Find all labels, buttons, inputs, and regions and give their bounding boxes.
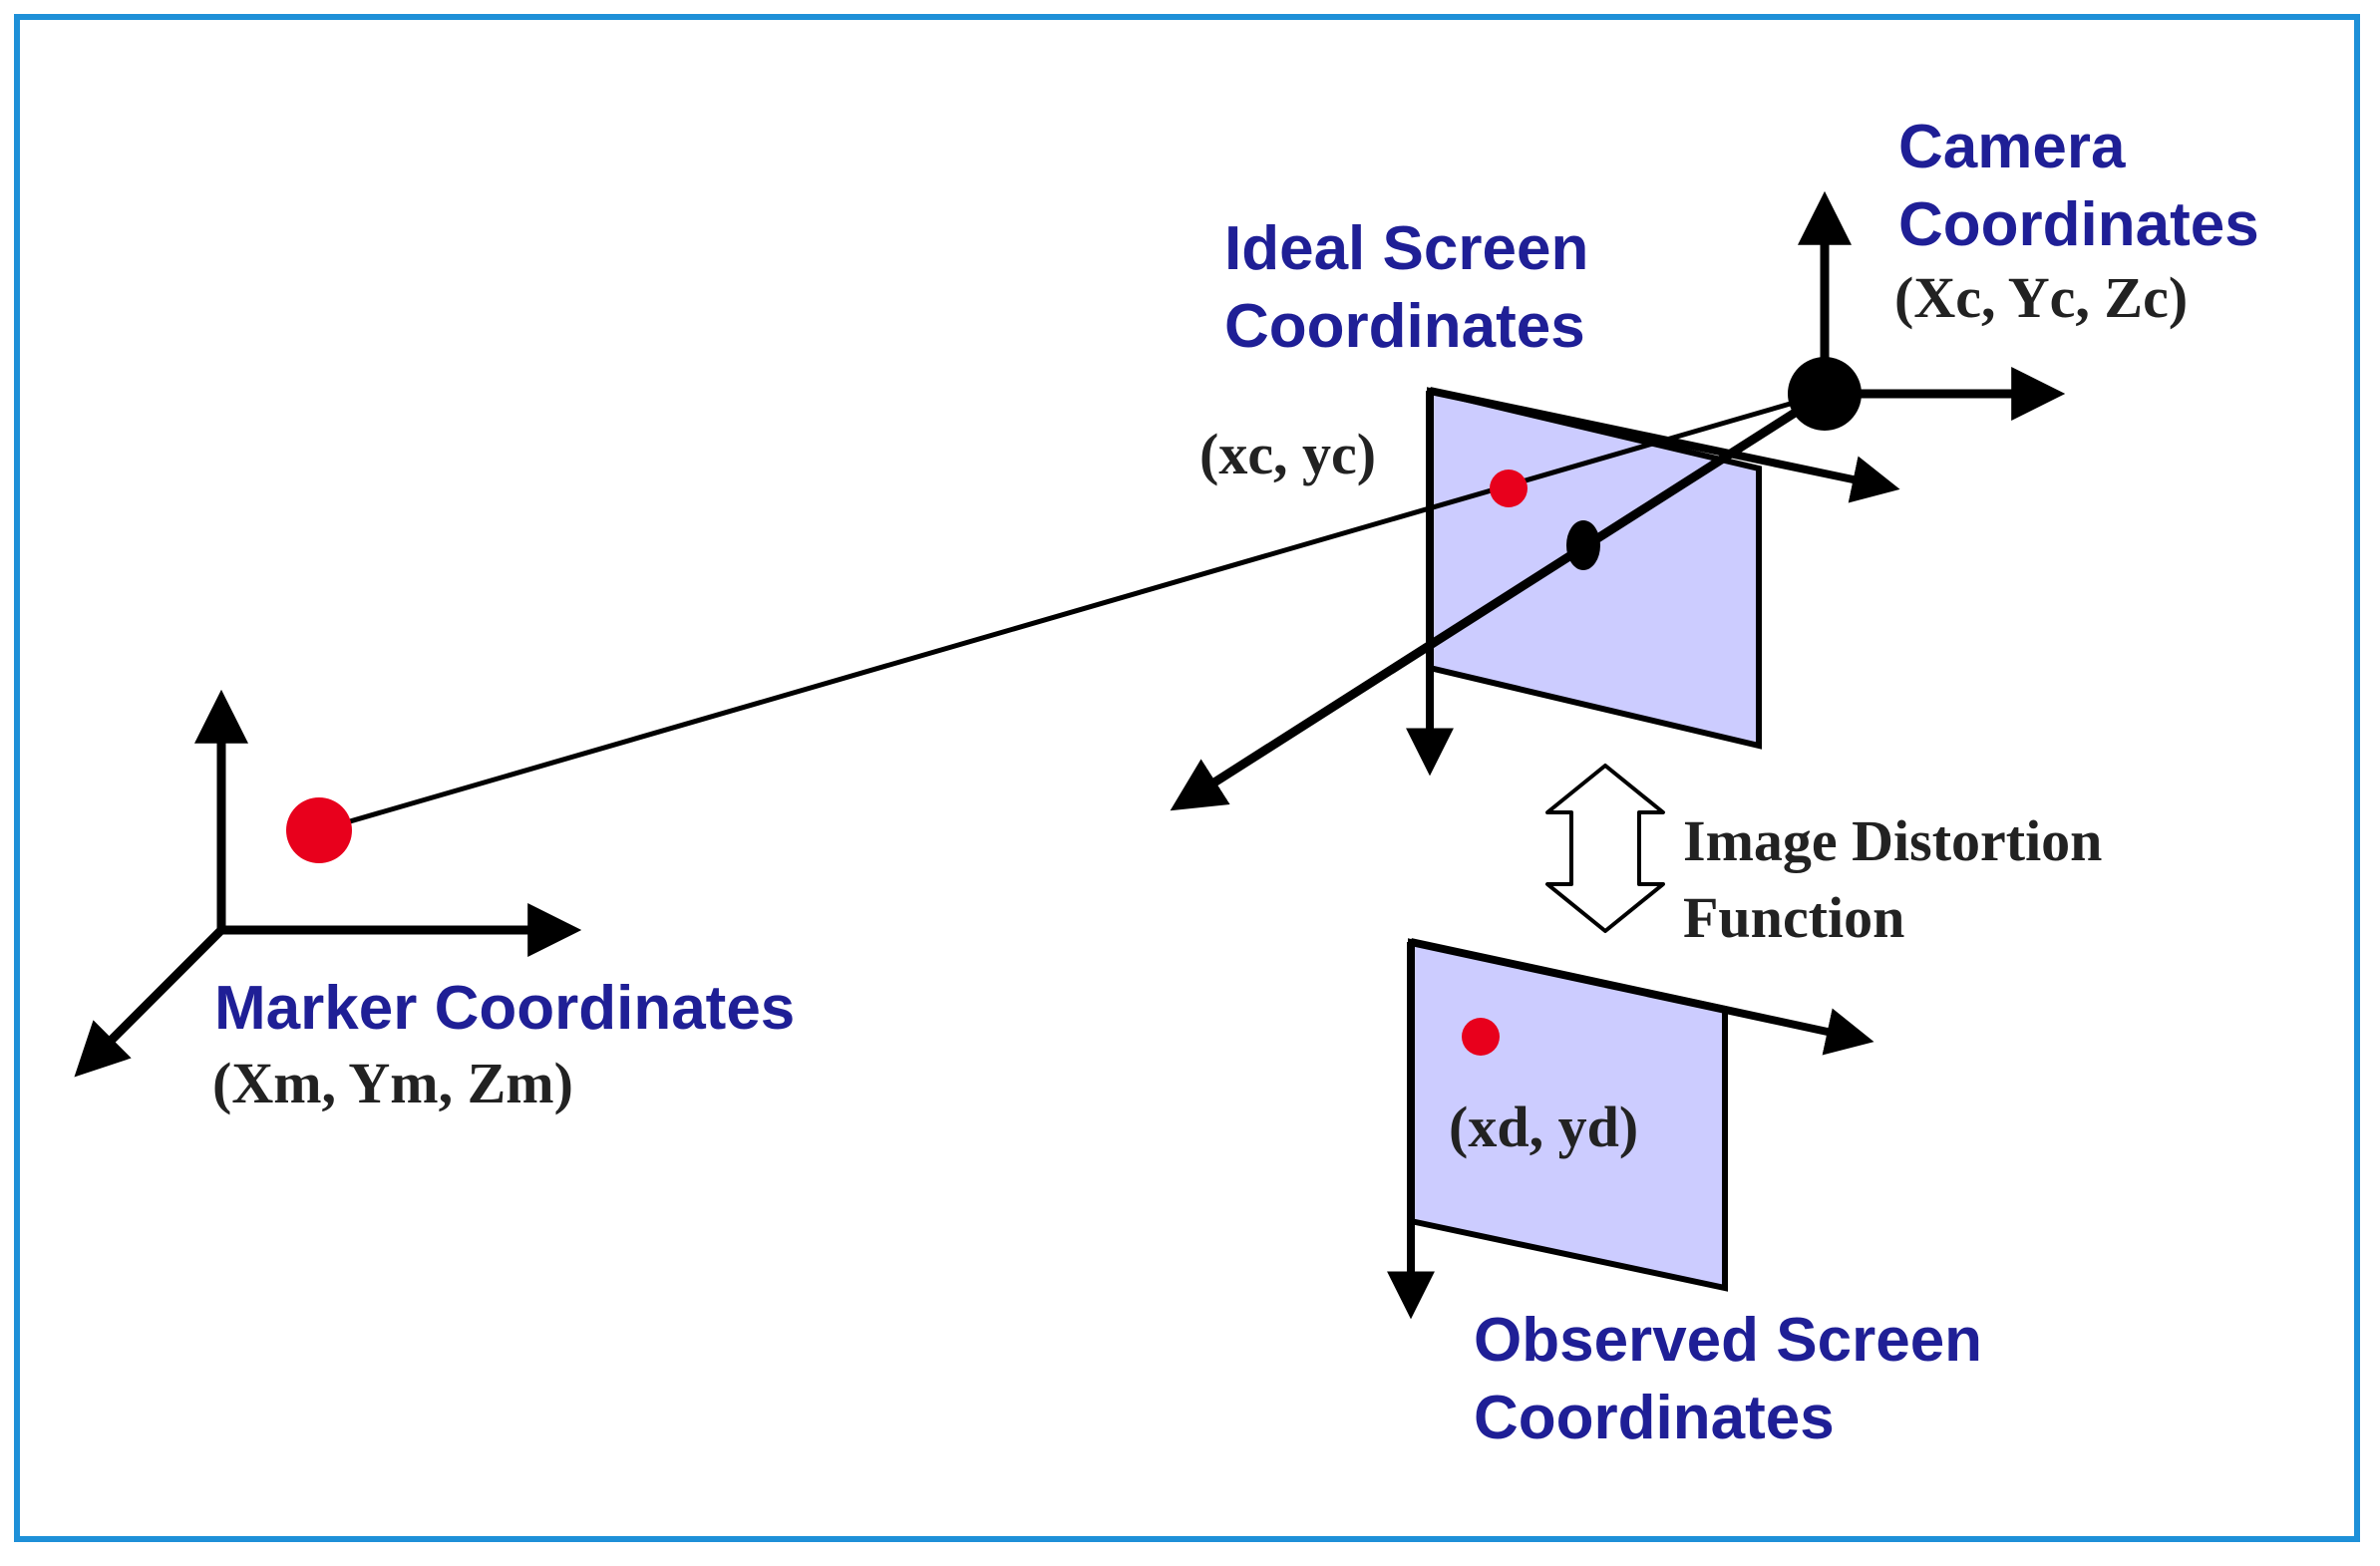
distortion-arrow-icon (1545, 764, 1665, 933)
marker-coords-label: (Xm, Ym, Zm) (212, 1051, 573, 1115)
camera-coords-label: (Xc, Yc, Zc) (1894, 265, 2188, 330)
ideal-screen-plane (1427, 387, 1762, 750)
camera-label-line2: Coordinates (1898, 190, 2259, 259)
ideal-screen-label-line2: Coordinates (1224, 292, 1585, 361)
observed-screen-label-line2: Coordinates (1474, 1384, 1835, 1452)
observed-screen-axis-x (1410, 938, 1874, 1056)
marker-point (286, 797, 352, 863)
ideal-point-label: (xc, yc) (1199, 422, 1376, 486)
observed-screen-label-line1: Observed Screen (1474, 1306, 1982, 1375)
principal-point (1566, 520, 1600, 570)
projection-ray (318, 391, 1826, 833)
camera-label-line1: Camera (1898, 113, 2126, 181)
distortion-label-line1: Image Distortion (1683, 808, 2102, 873)
marker-label: Marker Coordinates (214, 974, 795, 1043)
optical-axis (1170, 390, 1828, 811)
ideal-screen-point (1490, 470, 1528, 507)
camera-origin (1788, 357, 1862, 431)
ideal-screen-axis-x (1429, 387, 1900, 503)
marker-axis-z (74, 926, 225, 1078)
observed-point-label: (xd, yd) (1449, 1095, 1638, 1159)
observed-screen-point (1462, 1018, 1500, 1056)
ideal-screen-label-line1: Ideal Screen (1224, 214, 1588, 283)
distortion-label-line2: Function (1683, 885, 1904, 950)
diagram-frame (14, 14, 2360, 1542)
